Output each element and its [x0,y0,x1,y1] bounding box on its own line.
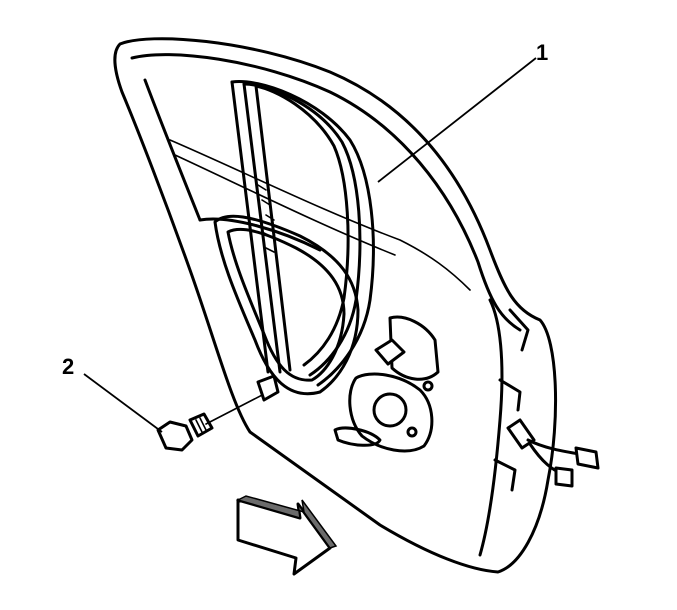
door-inner-panel [113,37,558,574]
callout-label-2: 2 [62,354,75,379]
callout-2-leader [83,373,163,433]
front-direction-arrow [235,495,338,576]
door-hinge-edge [478,298,530,557]
callout-label-1: 1 [536,40,549,65]
wiring-harness-connector [506,418,600,488]
bolt [156,374,280,452]
access-opening [213,214,360,396]
callout-1-leader [377,57,537,183]
latch-mechanism [333,315,440,453]
